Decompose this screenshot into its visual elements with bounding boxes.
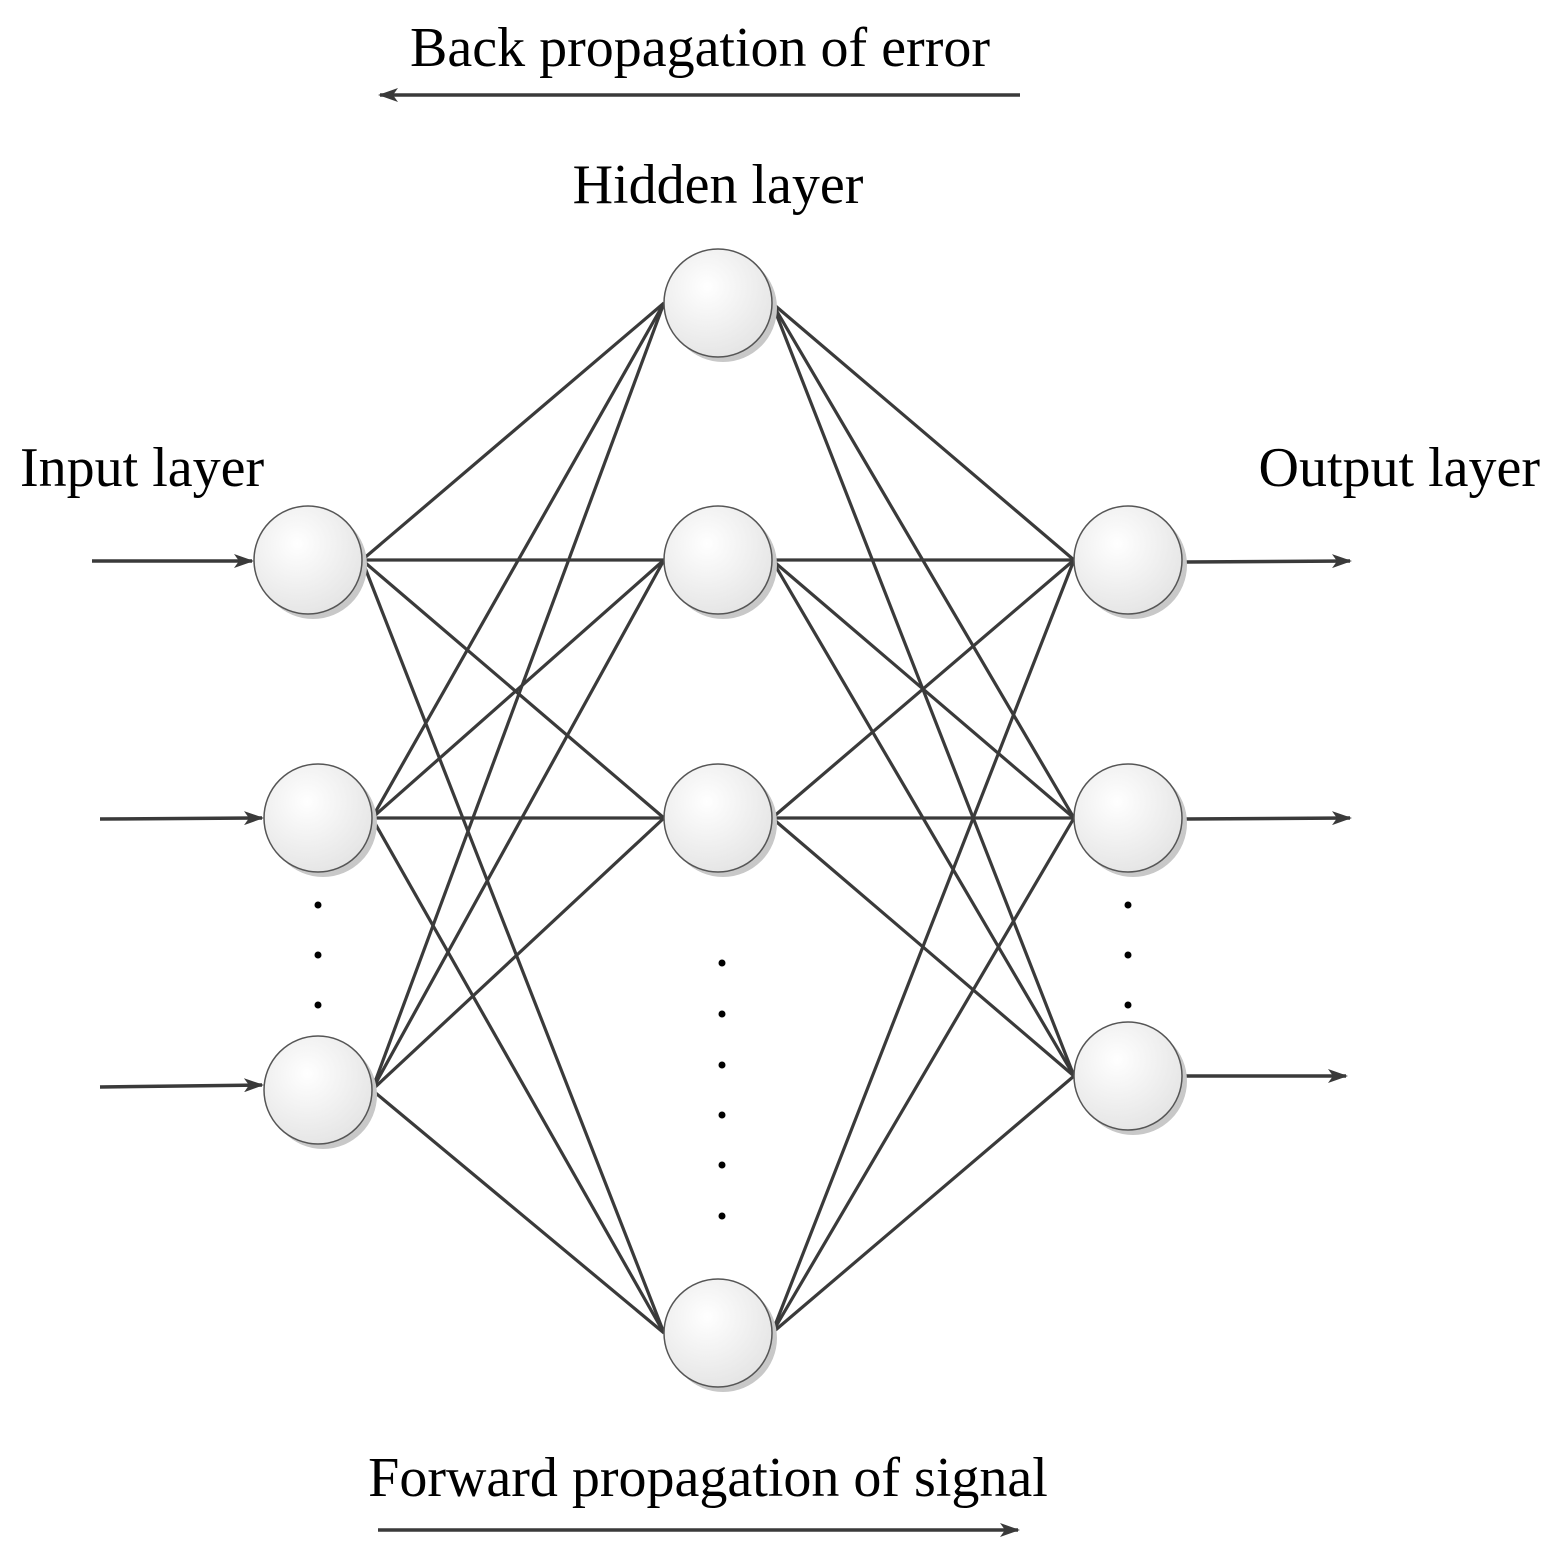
- connections: [360, 301, 1076, 1335]
- hidden-node: [663, 1278, 777, 1392]
- input-node: [263, 763, 377, 877]
- hidden-node: [663, 505, 777, 619]
- input-hidden-connection: [360, 301, 666, 562]
- hidden-ellipsis-dot: [718, 959, 726, 967]
- hidden-output-connection: [770, 558, 1076, 820]
- output-arrows: [1183, 554, 1352, 1083]
- output-node-circle: [1073, 763, 1183, 873]
- input-node-circle: [253, 505, 363, 615]
- input-hidden-connection: [370, 558, 666, 820]
- hidden-ellipsis-dot: [718, 1212, 726, 1220]
- hidden-output-connection: [770, 301, 1076, 562]
- ellipsis-dots: [314, 901, 1132, 1220]
- output-arrow: [1185, 554, 1352, 569]
- input-hidden-connection: [360, 559, 666, 1334]
- output-node: [1073, 1021, 1187, 1135]
- input-ellipsis-dot: [314, 1001, 322, 1009]
- input-arrow: [99, 811, 264, 826]
- hidden-node-circle: [663, 505, 773, 615]
- output-node-circle: [1073, 1021, 1183, 1131]
- hidden-node: [663, 763, 777, 877]
- input-hidden-connection: [370, 302, 666, 819]
- input-hidden-connection: [370, 817, 666, 1334]
- output-ellipsis-dot: [1124, 951, 1132, 959]
- input-node-circle: [263, 763, 373, 873]
- input-node: [253, 505, 367, 619]
- input-node-circle: [263, 1035, 373, 1145]
- input-hidden-connection: [360, 558, 666, 820]
- hidden-node-circle: [663, 763, 773, 873]
- output-node-circle: [1073, 505, 1183, 615]
- output-ellipsis-dot: [1124, 1001, 1132, 1009]
- input-ellipsis-dot: [314, 951, 322, 959]
- input-arrows: [92, 554, 264, 1093]
- hidden-ellipsis-dot: [718, 1010, 726, 1018]
- hidden-node: [663, 248, 777, 362]
- hidden-ellipsis-dot: [718, 1061, 726, 1069]
- input-arrow: [99, 1078, 264, 1093]
- back-propagation-label: Back propagation of error: [410, 17, 990, 79]
- hidden-output-connection: [770, 817, 1076, 1334]
- output-node: [1073, 763, 1187, 877]
- input-ellipsis-dot: [314, 901, 322, 909]
- hidden-ellipsis-dot: [718, 1111, 726, 1119]
- nodes: [253, 248, 1187, 1392]
- input-hidden-connection: [370, 1088, 666, 1335]
- input-hidden-connection: [370, 559, 666, 1091]
- hidden-node-circle: [663, 1278, 773, 1388]
- output-ellipsis-dot: [1124, 901, 1132, 909]
- hidden-output-connection: [770, 559, 1076, 1334]
- output-arrow: [1185, 811, 1352, 826]
- hidden-layer-label: Hidden layer: [573, 154, 864, 216]
- forward-propagation-label: Forward propagation of signal: [368, 1447, 1048, 1509]
- input-hidden-connection: [370, 816, 666, 1092]
- input-node: [263, 1035, 377, 1149]
- hidden-ellipsis-dot: [718, 1161, 726, 1169]
- output-layer-label: Output layer: [1259, 437, 1541, 499]
- hidden-node-circle: [663, 248, 773, 358]
- hidden-output-connection: [770, 1074, 1076, 1335]
- input-layer-label: Input layer: [20, 437, 264, 499]
- input-hidden-connection: [370, 302, 666, 1091]
- output-node: [1073, 505, 1187, 619]
